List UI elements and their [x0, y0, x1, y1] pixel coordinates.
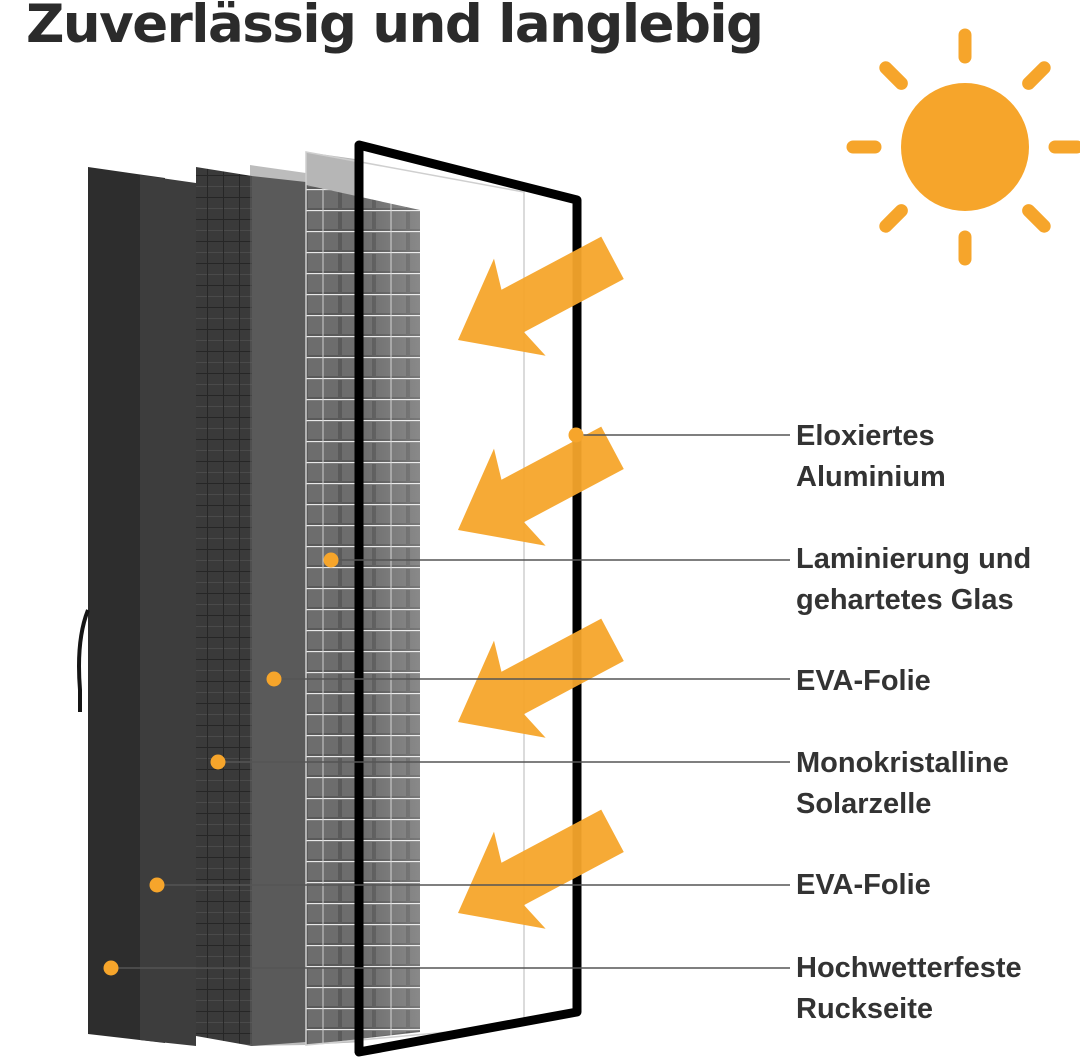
leader-dot-icon: [568, 427, 584, 443]
leader-dot-icon: [323, 552, 339, 568]
arrow-icon: [458, 809, 624, 929]
leader-dot-icon: [210, 754, 226, 770]
aluminium-frame: [354, 140, 582, 1057]
leader-dot-icon: [149, 877, 165, 893]
backsheet-layer: [77, 167, 196, 1046]
cable-icon: [77, 609, 90, 712]
sunlight-arrows: [458, 236, 624, 929]
arrow-icon: [458, 236, 624, 356]
leader-dot-icon: [103, 960, 119, 976]
arrow-icon: [458, 618, 624, 738]
solar-cell-layer: [196, 167, 306, 1046]
sun-icon: [846, 28, 1080, 266]
leader-dot-icon: [266, 671, 282, 687]
label-eva-folie-top: EVA-Folie: [796, 665, 931, 697]
page-title: Zuverlässig und langlebig: [26, 0, 764, 55]
arrow-icon: [458, 426, 624, 546]
label-eva-folie-bottom: EVA-Folie: [796, 869, 931, 901]
leader-lines: [103, 427, 790, 976]
